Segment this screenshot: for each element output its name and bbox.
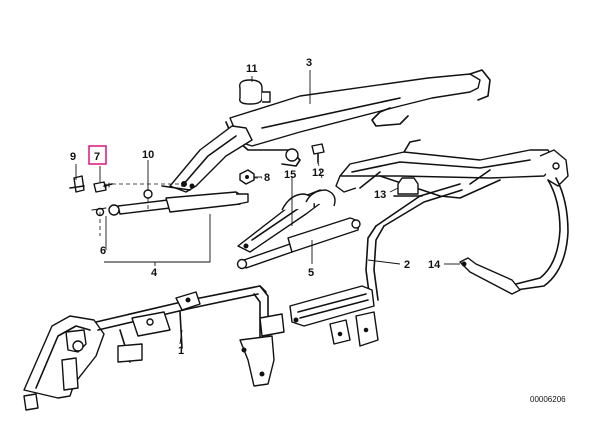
callout-2: 2 (404, 259, 410, 271)
part-2-frame[interactable] (335, 139, 569, 301)
reference-number: 00006206 (530, 395, 566, 404)
callout-8: 8 (264, 172, 270, 184)
callout-9: 9 (70, 151, 76, 163)
callout-5: 5 (308, 267, 314, 279)
callout-14: 14 (428, 259, 441, 271)
part-4-strut-arm[interactable] (161, 125, 253, 193)
callout-1: 1 (178, 345, 184, 357)
callout-15: 15 (284, 169, 296, 181)
part-1-frame[interactable] (23, 285, 285, 411)
callout-4: 4 (151, 267, 158, 279)
callout-7[interactable]: 7 (94, 151, 100, 163)
callout-11: 11 (246, 63, 258, 75)
leader-lines (75, 70, 460, 345)
part-2-base-bracket[interactable] (289, 285, 379, 347)
gas-strut-left[interactable] (91, 191, 249, 217)
callout-12: 12 (312, 167, 324, 179)
part-11-buffer[interactable] (239, 79, 271, 105)
gas-strut-right[interactable] (236, 217, 361, 270)
part-7-screw[interactable] (93, 181, 113, 193)
part-13-buffer[interactable] (393, 177, 423, 197)
part-9-clip[interactable] (69, 175, 85, 193)
callout-10: 10 (142, 149, 154, 161)
part-15-hinge-bracket[interactable] (237, 189, 336, 253)
callout-3: 3 (306, 57, 312, 69)
callout-6: 6 (100, 245, 106, 257)
callouts: 11 3 9 7 10 8 12 15 13 6 4 5 2 14 1 0000… (70, 57, 566, 404)
part-8-nut[interactable] (239, 169, 255, 185)
part-3-support-bar[interactable] (225, 69, 491, 167)
part-10-nut[interactable] (143, 189, 153, 199)
callout-13: 13 (374, 189, 386, 201)
part-12-screw[interactable] (311, 143, 325, 163)
callout-7-highlight (88, 145, 107, 165)
